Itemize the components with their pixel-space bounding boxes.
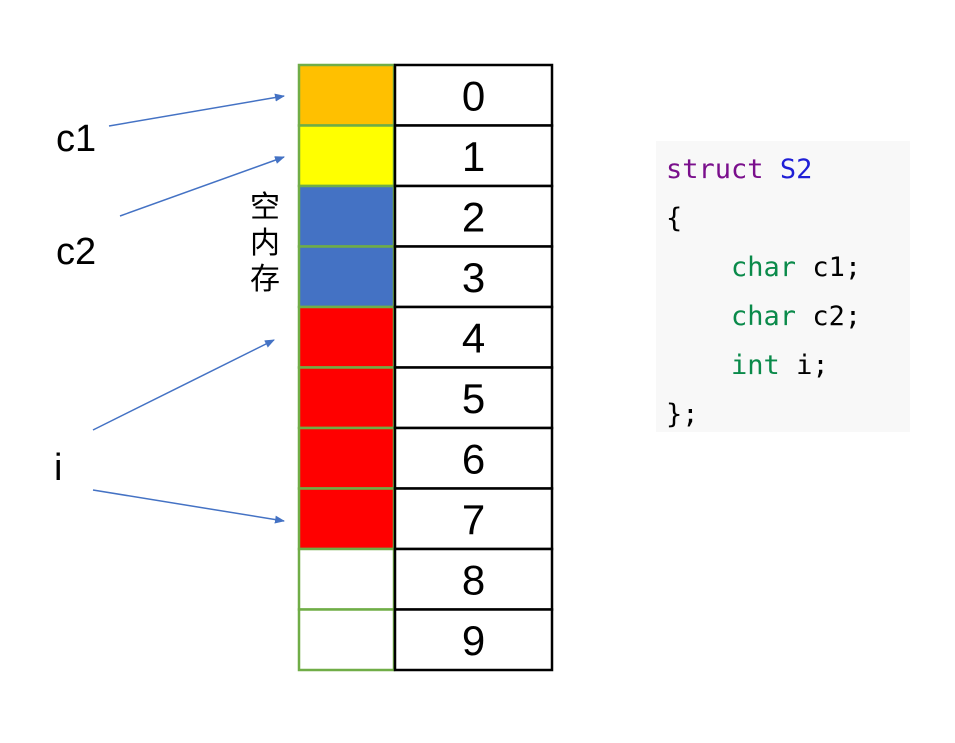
index-label-6: 6 (462, 435, 485, 482)
index-label-9: 9 (462, 617, 485, 664)
code-struct-name: S2 (779, 154, 813, 185)
index-cell-4 (393, 305, 554, 369)
index-cell-7 (393, 487, 554, 551)
memory-cell-7 (297, 487, 396, 551)
code-field-type-3: int (731, 350, 780, 381)
arrow-i-end (92, 489, 285, 524)
index-label-7: 7 (462, 496, 485, 543)
memory-cell-9 (297, 608, 396, 672)
code-keyword-struct: struct (666, 154, 764, 185)
code-line-2: { (666, 203, 683, 234)
index-cell-3 (393, 245, 554, 309)
label-empty-char-1: 空 (250, 190, 280, 225)
memory-cell-5 (297, 366, 396, 430)
index-label-3: 3 (462, 254, 485, 301)
memory-cell-4 (297, 305, 396, 369)
label-i: i (54, 447, 63, 489)
code-field-type-1: char (731, 252, 797, 283)
code-field-name-3: i; (796, 350, 829, 381)
arrow-i-start (92, 339, 275, 431)
arrow-c2 (119, 156, 285, 217)
pointer-arrows (92, 93, 285, 524)
memory-cell-3 (297, 245, 396, 309)
code-field-type-2: char (731, 301, 797, 332)
label-empty-memory: 空 内 存 (247, 190, 283, 298)
index-cell-0 (393, 63, 554, 127)
index-cell-9 (393, 608, 554, 672)
memory-cell-1 (297, 124, 396, 188)
label-empty-char-3: 存 (250, 262, 280, 297)
index-label-4: 4 (462, 314, 485, 361)
index-label-5: 5 (462, 375, 485, 422)
label-c1: c1 (56, 118, 97, 160)
code-field-name-1: c1; (812, 252, 862, 283)
code-line-4: char c2; (666, 292, 910, 341)
label-c2: c2 (56, 231, 97, 273)
code-line-1: struct S2 (666, 145, 910, 194)
index-cell-5 (393, 366, 554, 430)
struct-code-block: struct S2 { char c1; char c2; int i;}; (656, 141, 910, 432)
memory-indices: 0 1 2 3 4 5 6 7 8 9 (393, 63, 554, 672)
index-label-1: 1 (462, 133, 485, 180)
memory-cell-8 (297, 547, 396, 611)
code-line-5: int i; (666, 341, 910, 390)
label-empty-char-2: 内 (250, 226, 280, 261)
code-field-name-2: c2; (812, 301, 862, 332)
memory-cell-2 (297, 184, 396, 248)
code-line-3: char c1; (666, 243, 910, 292)
index-label-8: 8 (462, 556, 485, 603)
arrow-c1 (108, 93, 285, 127)
memory-cell-0 (297, 63, 396, 127)
index-label-0: 0 (462, 72, 485, 119)
memory-cells (297, 63, 396, 672)
memory-cell-6 (297, 426, 396, 490)
code-line-6: }; (666, 399, 699, 430)
index-label-2: 2 (462, 193, 485, 240)
